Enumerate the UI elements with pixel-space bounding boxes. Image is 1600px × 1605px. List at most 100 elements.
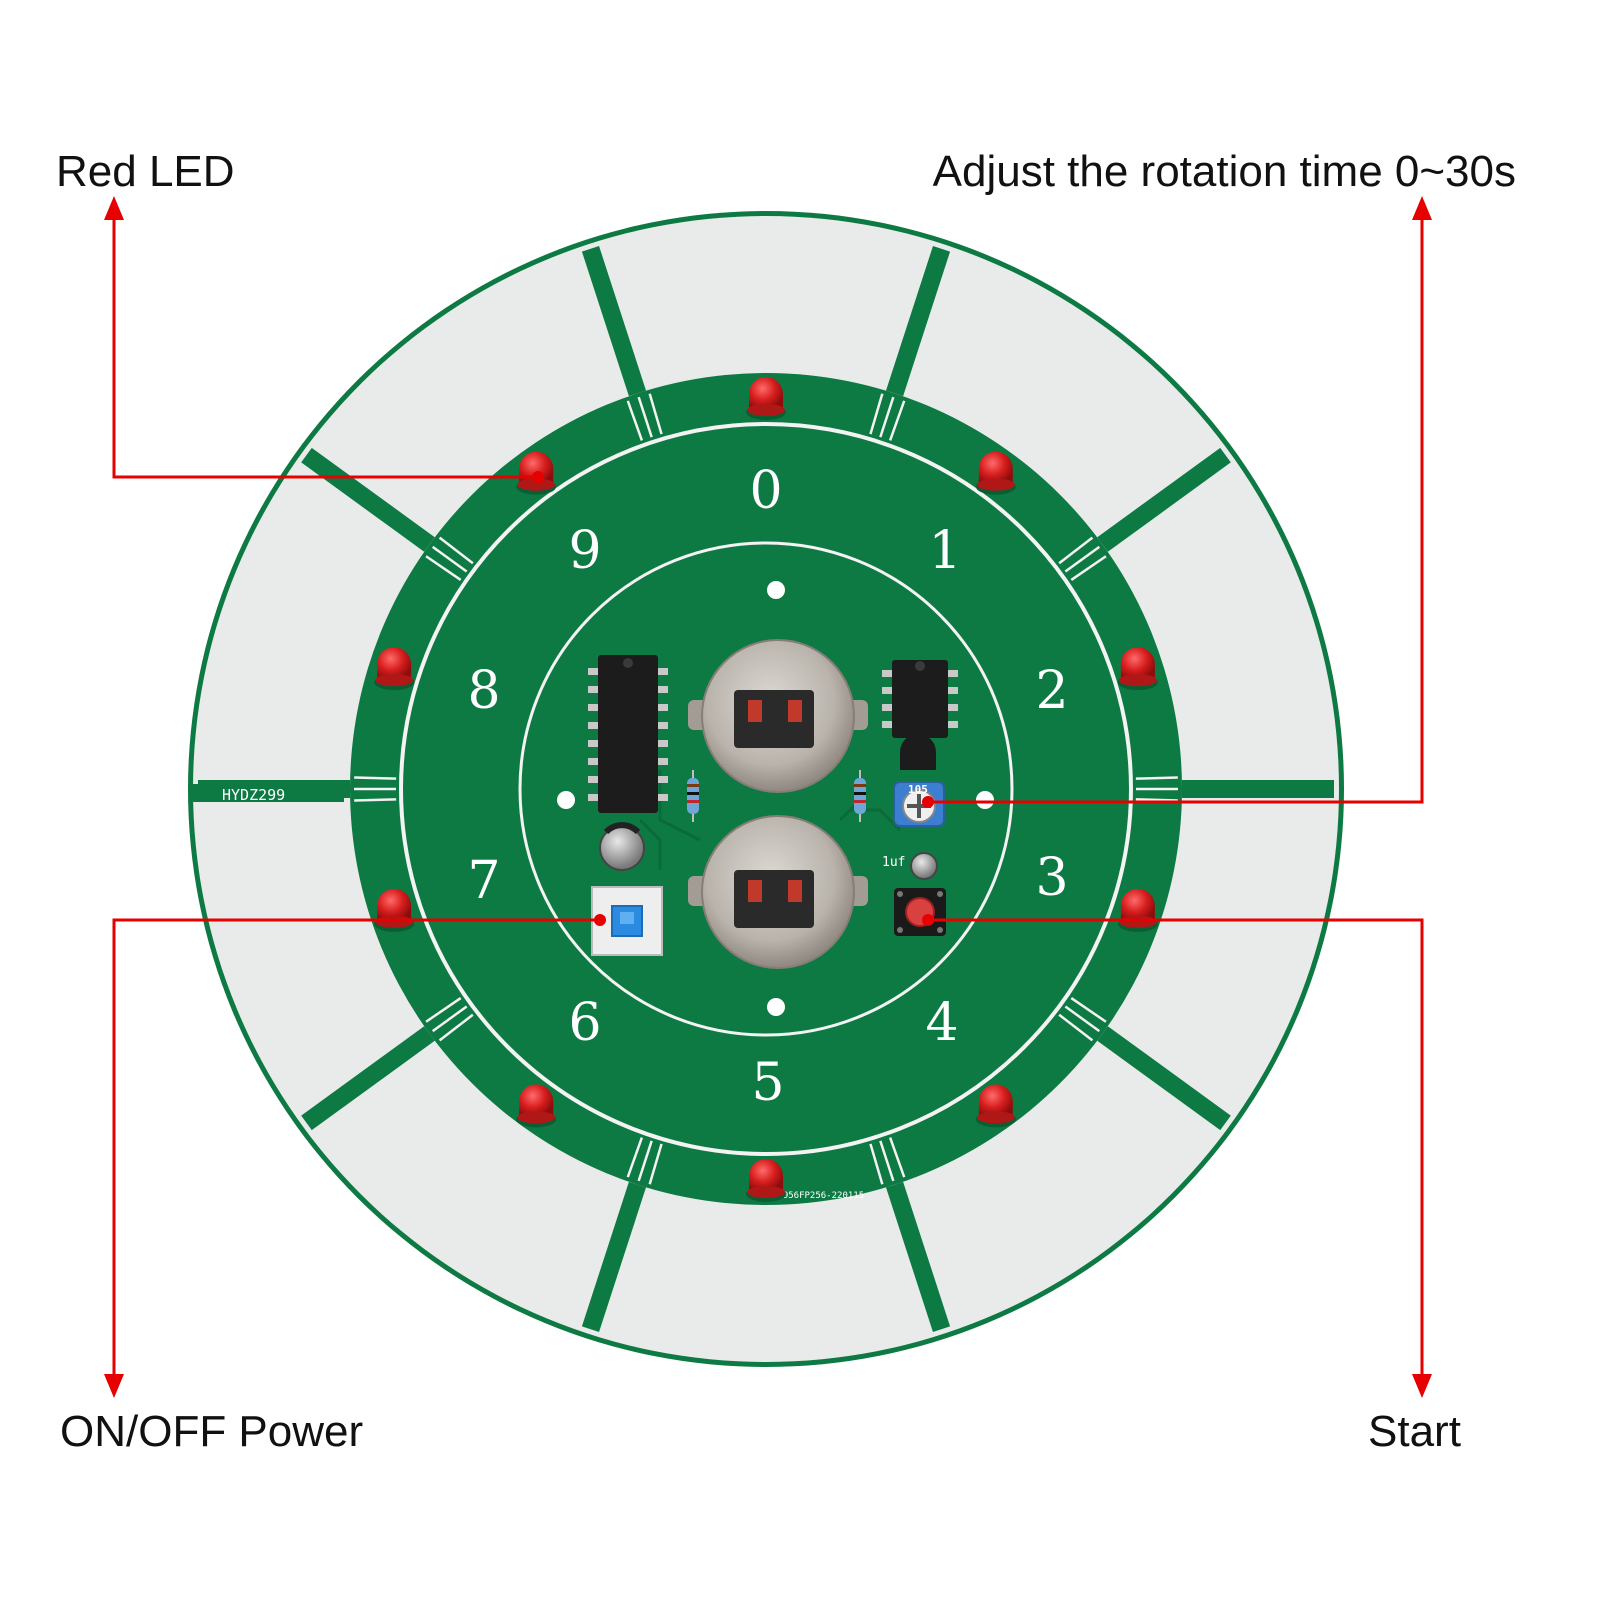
segment-tick (1058, 1013, 1094, 1042)
segment-divider (885, 246, 951, 397)
segment-tick (1064, 545, 1101, 573)
led-rim (517, 478, 556, 491)
arrowhead-power (104, 1374, 124, 1398)
led-dome (377, 888, 412, 922)
arrow-dot-red-led (532, 471, 544, 483)
ic-pin (588, 722, 600, 729)
ic-pin (656, 704, 668, 711)
small-capacitor (910, 852, 938, 880)
segment-divider (1097, 447, 1231, 552)
segment-tick (1135, 798, 1178, 802)
red-led-4 (975, 1084, 1016, 1128)
segment-tick (431, 1005, 468, 1033)
segment-divider (581, 1181, 647, 1332)
segment-tick (1064, 1005, 1101, 1033)
ic-pin (656, 686, 668, 693)
arrowhead-red-led (104, 196, 124, 220)
mounting-hole-bottom (767, 998, 785, 1016)
ic-pin (946, 670, 958, 677)
ic-pin (882, 721, 894, 728)
mounting-holes (557, 581, 994, 1016)
ic-pin (588, 704, 600, 711)
center-ring (518, 541, 1014, 1037)
dial-number-7: 7 (467, 851, 500, 911)
dial-number-2: 2 (1035, 661, 1068, 721)
ic-pin (946, 704, 958, 711)
segment-tick (626, 400, 644, 441)
callout-red-led: Red LED (56, 147, 235, 196)
red-led-6 (516, 1084, 557, 1128)
start-button[interactable] (894, 888, 946, 936)
ic-pin (588, 776, 600, 783)
potentiometer-marking: 105 (908, 783, 928, 796)
segment-divider (581, 246, 647, 397)
serial-label: 71956FP256-220115 (772, 1191, 864, 1201)
led-rim (976, 1111, 1015, 1124)
led-track-ring (399, 422, 1133, 1156)
electrolytic-capacitor (599, 822, 645, 871)
ic-pin (656, 794, 668, 801)
segment-tick (354, 776, 397, 780)
ic-pin (946, 687, 958, 694)
ic-pin (946, 721, 958, 728)
arrow-dot-start (922, 914, 934, 926)
battery-holder-top (688, 639, 868, 793)
dial-number-4: 4 (925, 993, 958, 1053)
ic-pin (656, 740, 668, 747)
segment-tick (888, 1137, 906, 1178)
segment-tick (626, 1137, 644, 1178)
dial-number-3: 3 (1035, 848, 1068, 908)
arrowhead-start (1412, 1374, 1432, 1398)
ic-pin (588, 794, 600, 801)
led-rim (1118, 915, 1157, 928)
ic-chip-16pin (588, 655, 668, 813)
mounting-hole-top (767, 581, 785, 599)
segment-tick (425, 555, 462, 581)
segment-tick (648, 393, 663, 435)
ic-pin (588, 758, 600, 765)
arrowhead-adjust-time (1412, 196, 1432, 220)
segment-tick (869, 1143, 884, 1185)
ic-pin (882, 687, 894, 694)
resistor-right (854, 770, 866, 822)
mounting-hole-left (557, 791, 575, 809)
red-led-0 (746, 377, 786, 420)
ic-pin (588, 668, 600, 675)
model-label: HYDZ299 (222, 786, 285, 804)
led-dome (749, 1159, 783, 1192)
segment-tick (648, 1143, 663, 1185)
led-rim (747, 404, 785, 416)
red-leds (374, 377, 1158, 1202)
led-rim (747, 1186, 785, 1198)
led-rim (375, 674, 414, 687)
segment-tick (879, 1140, 895, 1182)
segment-dividers (198, 246, 1334, 1332)
segment-tick (1058, 536, 1094, 565)
segment-divider (301, 447, 435, 552)
led-dome (978, 451, 1013, 485)
callout-start: Start (1368, 1407, 1461, 1456)
arrow-adjust-time (928, 215, 1424, 804)
segment-ticks (354, 393, 1178, 1185)
segment-tick (869, 393, 884, 435)
led-rim (517, 1111, 556, 1124)
callout-power: ON/OFF Power (60, 1407, 364, 1456)
battery-holder-bottom (688, 815, 868, 969)
led-dome (1120, 647, 1155, 681)
arrow-dot-adjust (922, 796, 934, 808)
dial-number-9: 9 (568, 521, 601, 581)
segment-tick (1070, 997, 1107, 1023)
led-rim (976, 478, 1015, 491)
segment-tick (431, 545, 468, 573)
red-led-2 (1117, 647, 1158, 691)
ic-chip-8pin (882, 660, 958, 738)
resistor-left (687, 770, 699, 822)
red-led-1 (975, 451, 1016, 495)
dial-number-1: 1 (928, 521, 961, 581)
ic-pin (656, 758, 668, 765)
segment-tick (637, 396, 653, 438)
segment-divider (301, 1026, 435, 1131)
segment-tick (879, 396, 895, 438)
